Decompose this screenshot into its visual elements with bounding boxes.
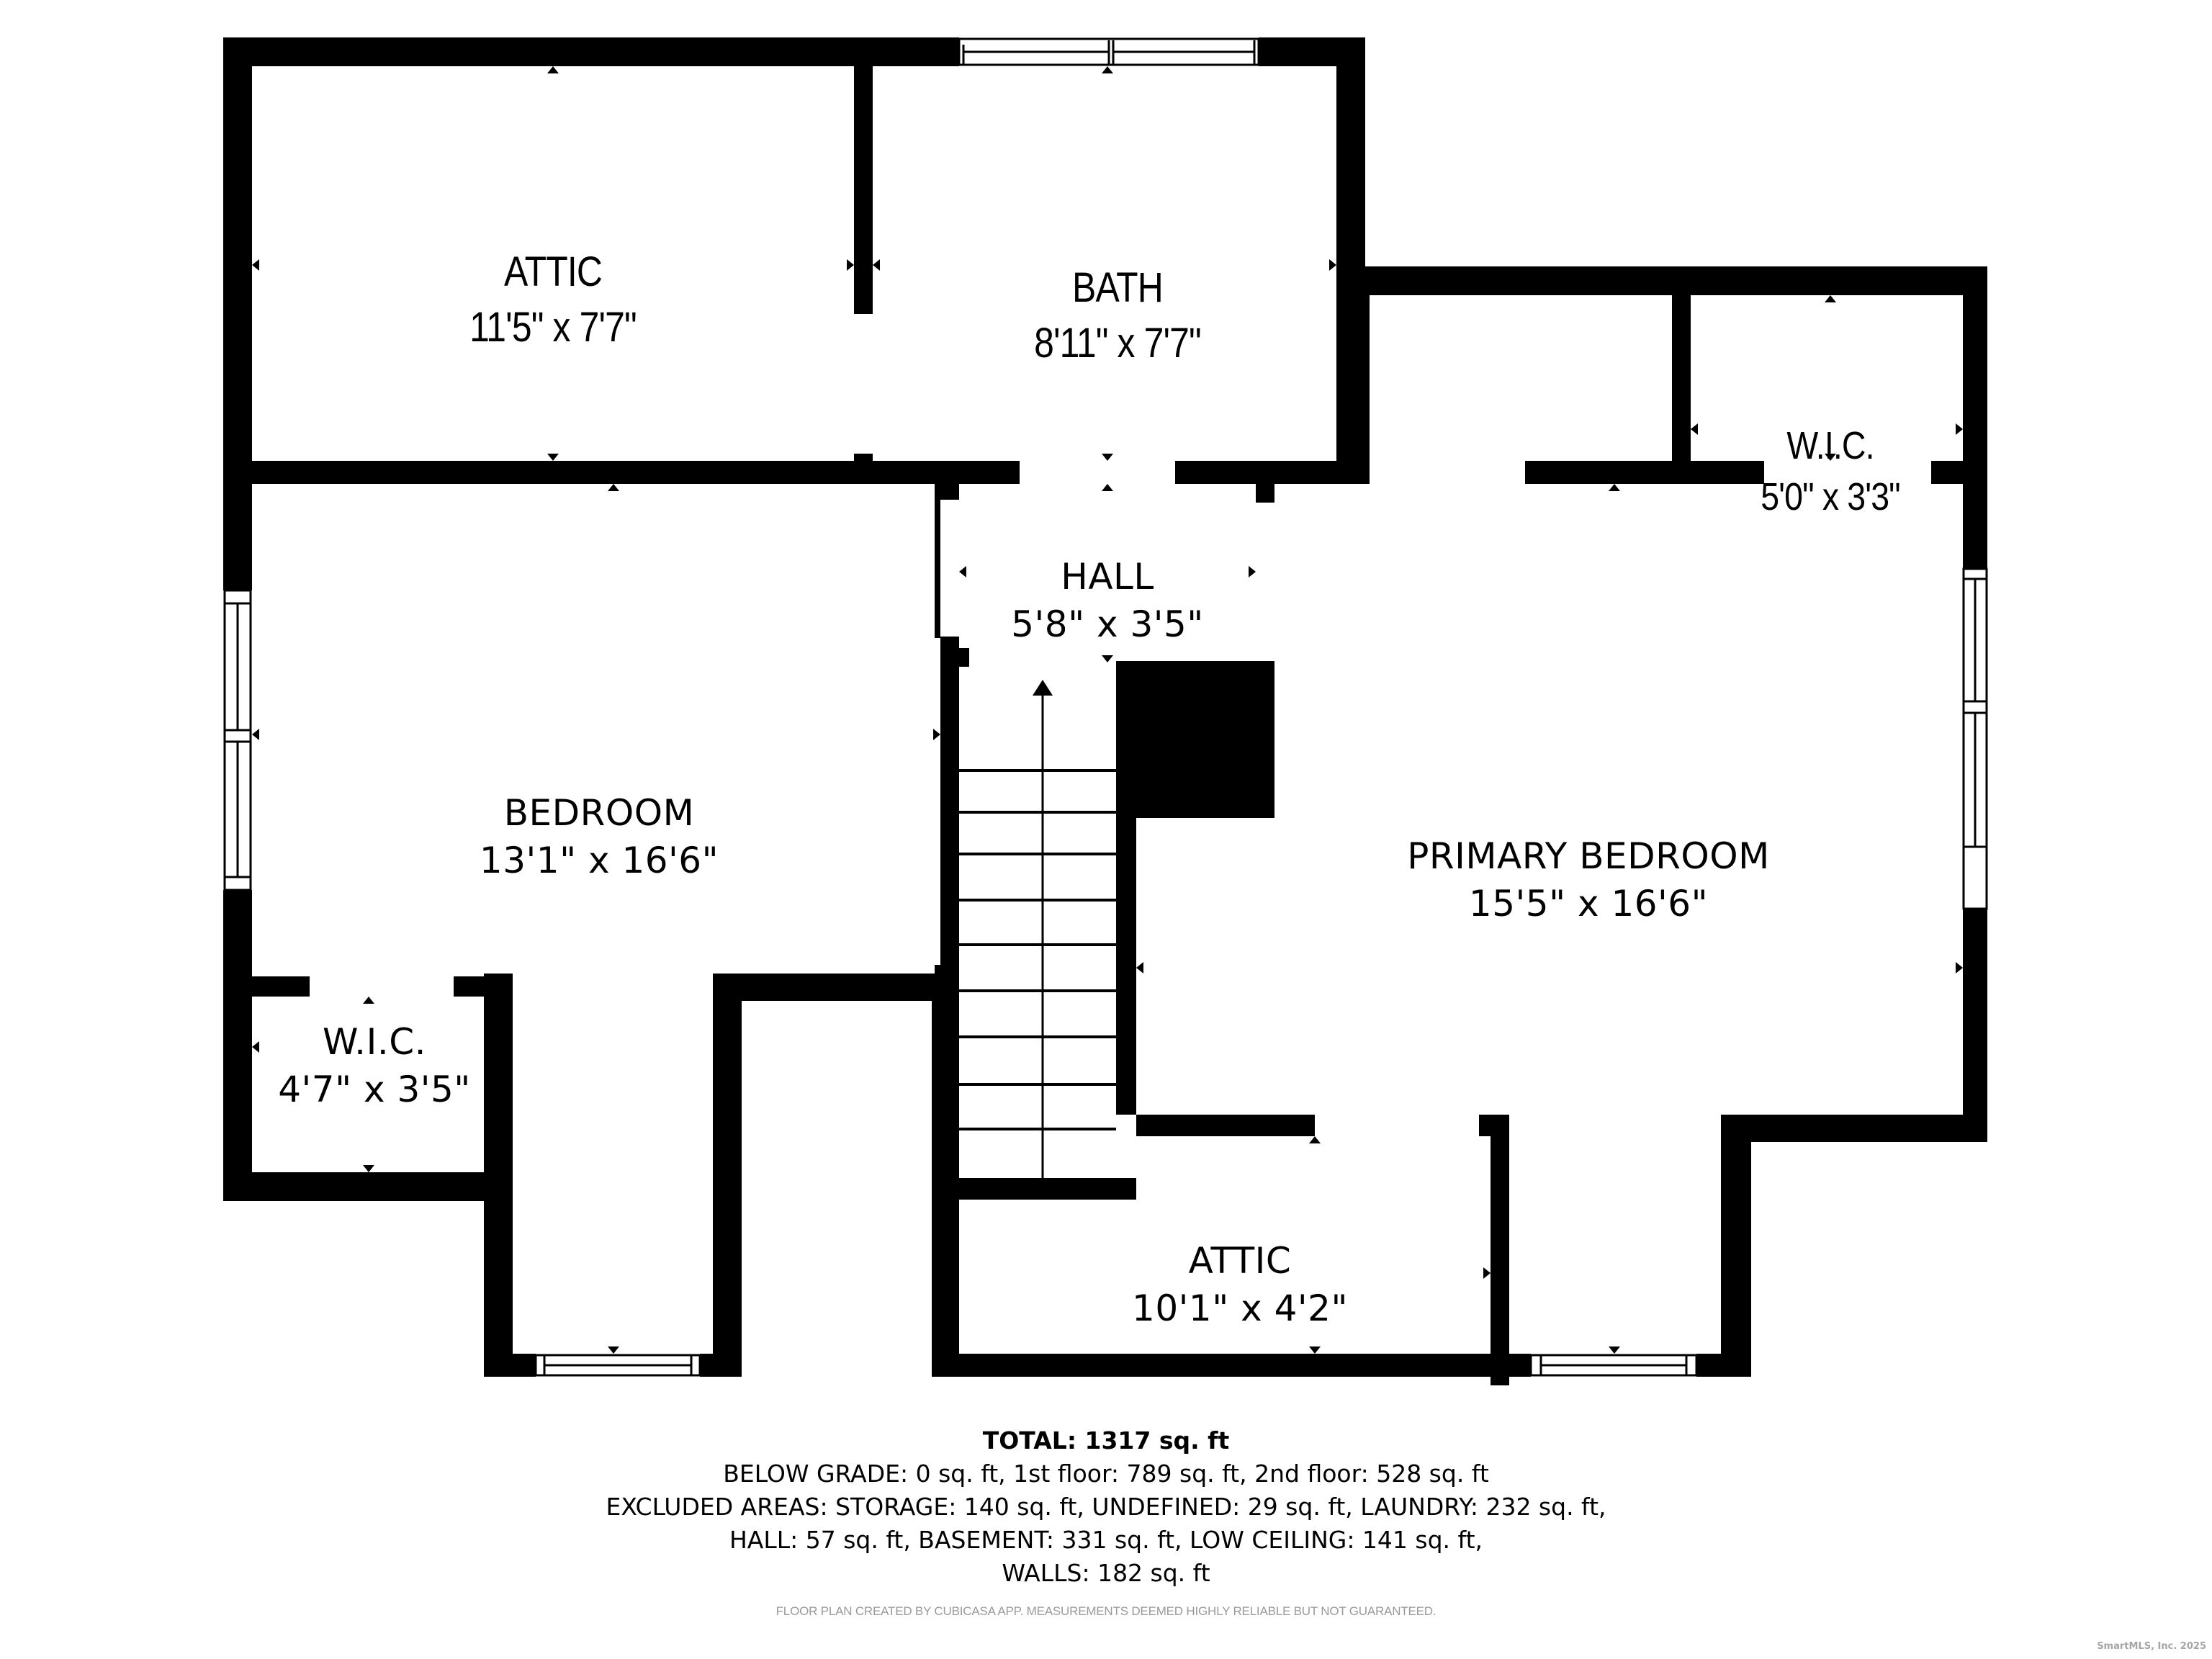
room-label-bath: BATH 8'11" x 7'7" [1034, 261, 1202, 371]
room-label-attic-bottom: ATTIC 10'1" x 4'2" [1132, 1237, 1348, 1332]
walls [223, 37, 1987, 1385]
room-dimensions: 8'11" x 7'7" [1034, 319, 1202, 367]
window-primary-bottom [1529, 1354, 1698, 1377]
window-bedroom-bottom [534, 1354, 701, 1377]
window-bedroom-left [223, 589, 252, 891]
room-name: PRIMARY BEDROOM [1407, 835, 1770, 877]
windows [223, 37, 1988, 1377]
room-label-wic-left: W.I.C. 4'7" x 3'5" [278, 1018, 471, 1113]
summary-line-excluded: EXCLUDED AREAS: STORAGE: 140 sq. ft, UND… [606, 1493, 1606, 1521]
room-dimensions: 13'1" x 16'6" [479, 840, 719, 881]
room-dimensions: 5'8" x 3'5" [1011, 603, 1204, 645]
window-bath-top [958, 37, 1260, 66]
room-name: HALL [1061, 556, 1154, 598]
room-dimensions: 15'5" x 16'6" [1468, 883, 1709, 925]
room-label-wic-right: W.I.C. 5'0" x 3'3" [1761, 421, 1900, 523]
dimension-markers [252, 66, 1963, 1354]
copyright: SmartMLS, Inc. 2025 [2097, 1641, 2206, 1652]
room-dimensions: 11'5" x 7'7" [469, 303, 637, 351]
summary-line-walls: WALLS: 182 sq. ft [1002, 1559, 1210, 1587]
room-label-bedroom: BEDROOM 13'1" x 16'6" [480, 789, 719, 884]
room-name: W.I.C. [322, 1021, 427, 1063]
total-area: TOTAL: 1317 sq. ft [982, 1426, 1230, 1455]
room-label-primary-bedroom: PRIMARY BEDROOM 15'5" x 16'6" [1407, 832, 1769, 927]
room-name: BATH [1072, 264, 1164, 311]
area-summary: TOTAL: 1317 sq. ft BELOW GRADE: 0 sq. ft… [0, 1424, 2212, 1590]
room-dimensions: 5'0" x 3'3" [1761, 475, 1900, 519]
room-label-attic-top: ATTIC 11'5" x 7'7" [469, 245, 637, 355]
room-name: ATTIC [1188, 1240, 1292, 1282]
disclaimer: FLOOR PLAN CREATED BY CUBICASA APP. MEAS… [775, 1604, 1437, 1618]
room-name: W.I.C. [1786, 424, 1874, 467]
room-label-hall: HALL 5'8" x 3'5" [1011, 553, 1204, 648]
summary-line-excluded-cont: HALL: 57 sq. ft, BASEMENT: 331 sq. ft, L… [729, 1526, 1483, 1554]
room-name: BEDROOM [503, 792, 695, 834]
room-dimensions: 4'7" x 3'5" [278, 1069, 471, 1110]
stairs-up-arrow-icon [1033, 680, 1053, 696]
room-dimensions: 10'1" x 4'2" [1132, 1287, 1348, 1329]
window-primary-right [1962, 567, 1988, 910]
staircase [959, 680, 1116, 1178]
summary-line-floors: BELOW GRADE: 0 sq. ft, 1st floor: 789 sq… [723, 1460, 1489, 1488]
room-name: ATTIC [503, 248, 603, 295]
